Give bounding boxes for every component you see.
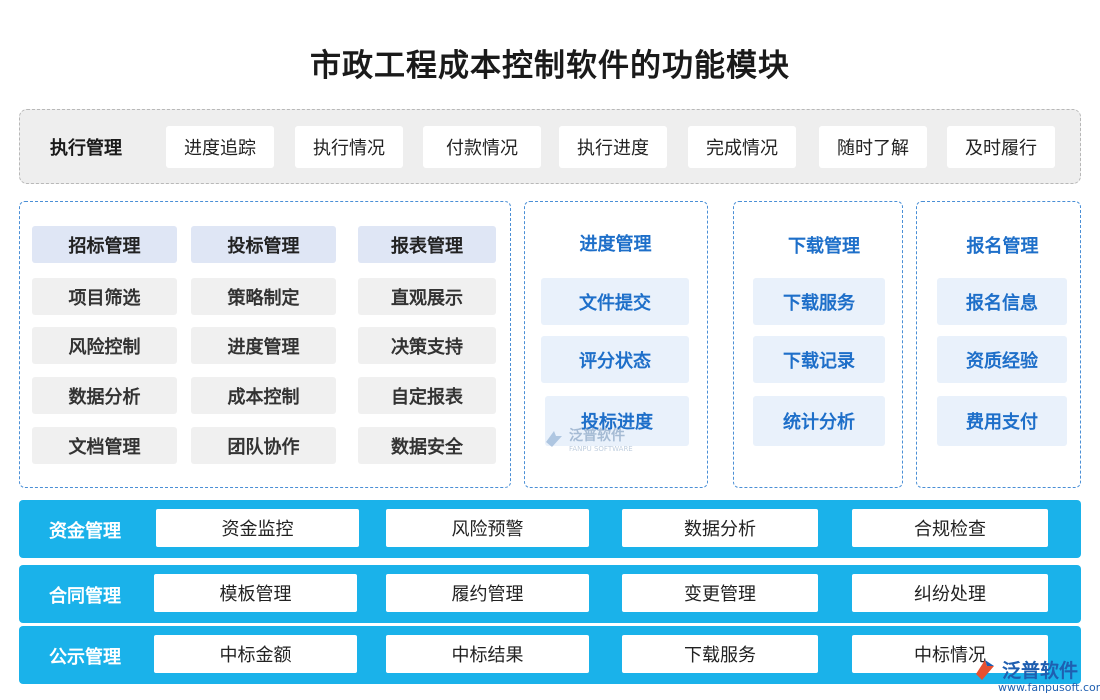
module-item: 文档管理 (32, 427, 177, 464)
page-title: 市政工程成本控制软件的功能模块 (310, 48, 790, 84)
module-item: 下载记录 (753, 336, 885, 383)
band-item: 中标金额 (154, 635, 357, 673)
band-item: 纠纷处理 (852, 574, 1048, 612)
exec-item: 付款情况 (423, 126, 541, 168)
module-item: 投标进度 (545, 396, 689, 446)
module-item: 风险控制 (32, 327, 177, 364)
exec-management-row: 执行管理 进度追踪 执行情况 付款情况 执行进度 完成情况 随时了解 及时履行 (19, 109, 1081, 184)
module-item: 费用支付 (937, 396, 1067, 446)
band-label: 公示管理 (49, 647, 121, 668)
fanpu-logo-icon (976, 659, 994, 680)
signup-management-title: 报名管理 (966, 236, 1039, 257)
exec-management-label: 执行管理 (50, 138, 122, 159)
fanpu-brand: 泛普软件 (972, 656, 1078, 683)
module-item: 自定报表 (358, 377, 496, 414)
band-item: 履约管理 (386, 574, 589, 612)
download-management-title: 下载管理 (788, 236, 860, 257)
fanpu-logo-icon (546, 431, 562, 447)
module-item: 数据分析 (32, 377, 177, 414)
exec-item: 随时了解 (819, 126, 927, 168)
module-item: 报名信息 (937, 278, 1067, 325)
brand-url: www.fanpusoft.com (998, 681, 1100, 694)
band-item: 风险预警 (386, 509, 589, 547)
bid-module-panel: 招标管理 投标管理 报表管理 项目筛选 策略制定 直观展示 风险控制 进度管理 … (19, 201, 511, 488)
module-item: 评分状态 (541, 336, 689, 383)
watermark-text: 泛普软件 (569, 428, 625, 444)
module-item: 数据安全 (358, 427, 496, 464)
tender-management-header: 投标管理 (191, 226, 336, 263)
module-item: 成本控制 (191, 377, 336, 414)
download-management-panel: 下载管理 下载服务 下载记录 统计分析 (733, 201, 903, 488)
module-item: 统计分析 (753, 396, 885, 446)
fund-management-band: 资金管理 资金监控 风险预警 数据分析 合规检查 (19, 500, 1081, 558)
band-item: 资金监控 (156, 509, 359, 547)
signup-management-panel: 报名管理 报名信息 资质经验 费用支付 (916, 201, 1081, 488)
brand-name: 泛普软件 (1002, 660, 1079, 682)
band-label: 合同管理 (49, 586, 121, 607)
progress-management-title: 进度管理 (579, 234, 652, 255)
announcement-management-band: 公示管理 中标金额 中标结果 下载服务 中标情况 (19, 626, 1081, 684)
band-item: 变更管理 (622, 574, 818, 612)
module-item: 直观展示 (358, 278, 496, 315)
contract-management-band: 合同管理 模板管理 履约管理 变更管理 纠纷处理 (19, 565, 1081, 623)
band-item: 模板管理 (154, 574, 357, 612)
module-item: 文件提交 (541, 278, 689, 325)
bid-management-header: 招标管理 (32, 226, 177, 263)
module-item: 进度管理 (191, 327, 336, 364)
band-item: 中标结果 (386, 635, 589, 673)
exec-item: 执行情况 (295, 126, 403, 168)
module-item: 下载服务 (753, 278, 885, 325)
watermark-en: FANPU SOFTWARE (569, 445, 633, 453)
report-management-header: 报表管理 (358, 226, 496, 263)
exec-item: 执行进度 (559, 126, 667, 168)
exec-item: 及时履行 (947, 126, 1055, 168)
band-item: 中标情况 (852, 635, 1048, 673)
band-item: 下载服务 (622, 635, 818, 673)
module-item: 项目筛选 (32, 278, 177, 315)
band-item: 数据分析 (622, 509, 818, 547)
module-item: 团队协作 (191, 427, 336, 464)
band-item: 合规检查 (852, 509, 1048, 547)
module-item: 策略制定 (191, 278, 336, 315)
module-item: 决策支持 (358, 327, 496, 364)
progress-management-panel: 进度管理 文件提交 评分状态 投标进度 (524, 201, 708, 488)
exec-item: 进度追踪 (166, 126, 274, 168)
module-item: 资质经验 (937, 336, 1067, 383)
fanpu-watermark: 泛普软件 FANPU SOFTWARE (543, 425, 633, 453)
band-label: 资金管理 (49, 521, 121, 542)
exec-item: 完成情况 (688, 126, 796, 168)
